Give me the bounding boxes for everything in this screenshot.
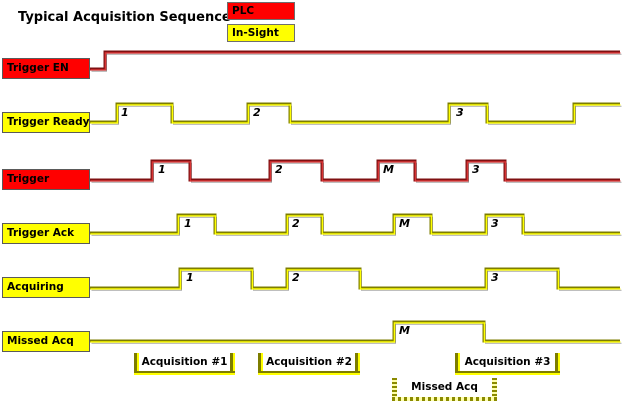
bracket-bar-left (258, 353, 263, 375)
bracket-acquisition-2: Acquisition #2 (258, 353, 360, 375)
bracket-bar-bottom (392, 397, 497, 401)
waveform-shadow-missed-acq (91, 323, 622, 344)
pulse-label-acquiring-1: 1 (186, 271, 194, 284)
row-label-acquiring: Acquiring (2, 277, 90, 298)
pulse-label-trigger-ready-1: 1 (121, 106, 129, 119)
bracket-label: Acquisition #1 (141, 356, 228, 368)
bracket-bar-right (555, 353, 560, 375)
page-title: Typical Acquisition Sequence (18, 10, 231, 25)
bracket-label: Acquisition #3 (464, 356, 551, 368)
bracket-bar-left (134, 353, 139, 375)
waveform-highlight-trigger-en (90, 52, 621, 71)
row-label-missed-acq: Missed Acq (2, 331, 90, 352)
bracket-bar-bottom (134, 371, 235, 375)
bracket-missed-acq: Missed Acq (392, 378, 497, 401)
pulse-label-acquiring-3: 3 (491, 271, 499, 284)
legend-item-insight: In-Sight (227, 24, 295, 42)
pulse-label-missed-acq-m: M (399, 324, 410, 337)
row-label-trigger: Trigger (2, 169, 90, 190)
pulse-label-trigger-ack-m: M (399, 217, 410, 230)
row-label-trigger-ready: Trigger Ready (2, 112, 90, 133)
row-label-trigger-en: Trigger EN (2, 58, 90, 79)
waveform-highlight-trigger-ack (90, 215, 621, 235)
pulse-label-trigger-ack-1: 1 (184, 217, 192, 230)
bracket-bar-right (355, 353, 360, 375)
bracket-label: Missed Acq (411, 381, 478, 393)
waveform-shadow-trigger-en (91, 53, 622, 72)
waveform-shadow-trigger (91, 162, 622, 183)
bracket-bar-left (392, 378, 397, 401)
waveform-highlight-trigger-ready (90, 104, 621, 124)
pulse-label-trigger-2: 2 (275, 163, 283, 176)
bracket-bar-bottom (455, 371, 560, 375)
waveform-missed-acq (90, 320, 620, 343)
pulse-label-trigger-1: 1 (158, 163, 166, 176)
bracket-acquisition-1: Acquisition #1 (134, 353, 235, 375)
legend-item-plc: PLC (227, 2, 295, 20)
pulse-label-acquiring-2: 2 (292, 271, 300, 284)
pulse-label-trigger-ready-2: 2 (253, 106, 261, 119)
waveform-highlight-missed-acq (90, 322, 621, 343)
pulse-label-trigger-3: 3 (472, 163, 480, 176)
bracket-bar-left (455, 353, 460, 375)
waveform-highlight-trigger (90, 161, 621, 182)
pulse-label-trigger-ready-3: 3 (456, 106, 464, 119)
waveform-acquiring (90, 267, 620, 290)
bracket-bar-right (492, 378, 497, 401)
bracket-bar-bottom (258, 371, 360, 375)
waveform-trigger-ack (90, 213, 620, 235)
pulse-label-trigger-m: M (383, 163, 394, 176)
waveform-highlight-acquiring (90, 269, 621, 290)
waveform-trigger (90, 159, 620, 182)
bracket-bar-right (230, 353, 235, 375)
waveform-shadow-acquiring (91, 270, 622, 291)
bracket-label: Acquisition #2 (266, 356, 352, 368)
row-label-trigger-ack: Trigger Ack (2, 223, 90, 244)
pulse-label-trigger-ack-2: 2 (292, 217, 300, 230)
bracket-acquisition-3: Acquisition #3 (455, 353, 560, 375)
pulse-label-trigger-ack-3: 3 (491, 217, 499, 230)
waveform-shadow-trigger-ack (91, 216, 622, 236)
